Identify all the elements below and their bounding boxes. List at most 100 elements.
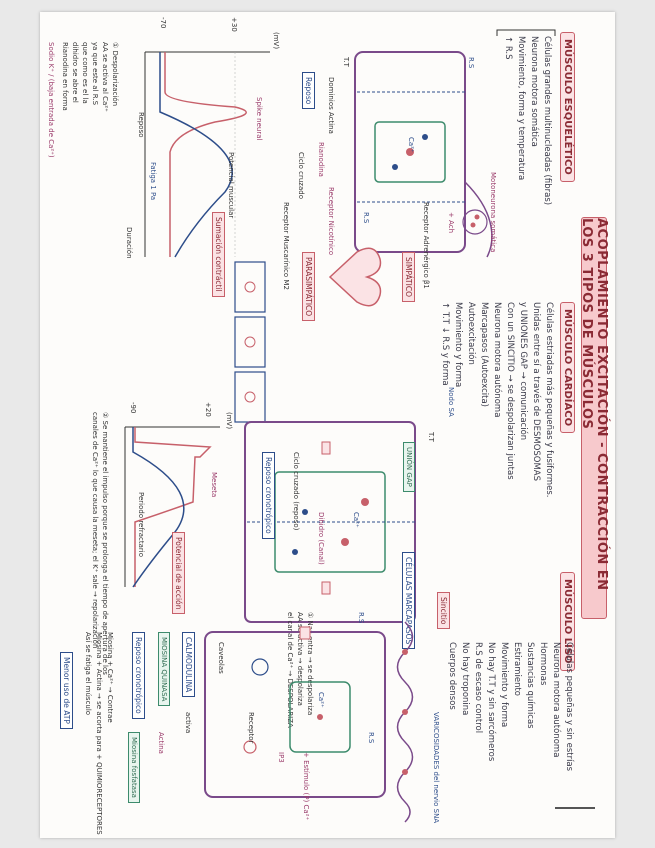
smooth-cell-diagram bbox=[200, 627, 390, 802]
smooth-bullet: Neurona motora autónoma bbox=[549, 642, 562, 771]
smooth-bottom-box: Menor uso de ATP bbox=[60, 652, 73, 729]
smooth-bullet: Sustancias químicas bbox=[523, 642, 536, 771]
cardiac-bullets: Células estriadas más pequeñas y fusifor… bbox=[438, 302, 555, 497]
skeletal-note: que como es el la bbox=[80, 42, 90, 112]
skeletal-plus30: +30 bbox=[230, 17, 238, 32]
skeletal-note: dihidro se abre el bbox=[70, 42, 80, 112]
rianodina-label: Rianodina bbox=[317, 142, 325, 177]
skeletal-note: ya que este al R.S bbox=[90, 42, 100, 112]
smooth-bullets: Células pequeñas y sin estrías Neurona m… bbox=[445, 642, 575, 771]
smooth-note: Miosina + Ca²⁺ → Contrae bbox=[104, 632, 115, 835]
varicosidades-label: VARICOSIDADES del nervio SNA bbox=[432, 712, 440, 823]
cardiac-bullet: Neurona motora autónoma bbox=[490, 302, 503, 497]
skeletal-rs-bottom-label: R.S bbox=[362, 212, 370, 223]
skeletal-rs-top-label: R.S bbox=[467, 57, 475, 68]
skeletal-bottom-note: Sodio K⁺ / (baja entrada de Ca²⁺) bbox=[47, 42, 55, 158]
skeletal-bullets: Células grandes multinucleadas (fibras) … bbox=[501, 36, 553, 205]
somacion-box: Sumación contráctil bbox=[212, 212, 225, 297]
skeletal-reposo-y: Reposo bbox=[137, 112, 145, 138]
smooth-bullet: Células pequeñas y sin estrías bbox=[562, 642, 575, 771]
smooth-notes: Miosina + Ca²⁺ → Contrae Miosina + Actin… bbox=[82, 632, 115, 835]
smooth-bullet: Cuerpos densos bbox=[445, 642, 458, 771]
skeletal-bullet: Neurona motora somática bbox=[527, 36, 540, 205]
smooth-ca-label: Ca²⁺ bbox=[317, 692, 325, 708]
caveolas-label: Caveolas bbox=[217, 642, 225, 674]
cardiac-bullet: Marcapasos (Autoexcita) bbox=[477, 302, 490, 497]
skeletal-bullet: ↑ R.S bbox=[501, 36, 514, 205]
simpatico-box: SIMPÁTICO bbox=[402, 252, 415, 302]
skeletal-duracion: Duración bbox=[125, 227, 133, 259]
nodo-label: Nodo SA bbox=[447, 387, 455, 417]
skeletal-dominio-label: Dominios Actina bbox=[327, 77, 335, 134]
skeletal-graph bbox=[135, 32, 275, 262]
actina-label: Actina bbox=[157, 732, 165, 754]
skeletal-note: AA se activa al Ca²⁺ bbox=[100, 42, 110, 112]
varicosity-nerve bbox=[390, 622, 420, 822]
cardiac-gap-strip bbox=[230, 262, 270, 422]
cardiac-plus20: +20 bbox=[204, 402, 212, 417]
motor-axon bbox=[465, 182, 492, 257]
ip3-label: IP3 bbox=[277, 752, 285, 763]
dihidro-label: Dihidro (Canal) bbox=[317, 512, 325, 565]
ach-label: + Ach bbox=[447, 212, 455, 233]
cardiac-tt-label: T.T bbox=[427, 432, 435, 442]
skeletal-minus70: -70 bbox=[159, 17, 167, 28]
nerve-terminal bbox=[463, 210, 487, 234]
sincitio-box: Sincitio bbox=[437, 592, 450, 629]
smooth-rs-label: R.S bbox=[367, 732, 375, 743]
smooth-bullet: No hay T.T y sin sarcómeros bbox=[484, 642, 497, 771]
cardiac-potencial-box: Potencial de acción bbox=[172, 532, 185, 614]
union-gap-box: UNIÓN GAP bbox=[403, 442, 415, 492]
smooth-bullet: Movimiento y forma bbox=[497, 642, 510, 771]
smooth-receptor-label: Receptor bbox=[247, 712, 255, 743]
cardiac-rs-label: R.S bbox=[357, 612, 365, 623]
smooth-bullet: No hay troponina bbox=[458, 642, 471, 771]
miosina-fosfatasa-box: Miosina fosfatasa bbox=[128, 732, 140, 803]
activa-label: activa bbox=[184, 712, 192, 733]
skeletal-motoneurona-label: Motoneurona somática bbox=[489, 172, 497, 252]
skeletal-heading: MÚSCULO ESQUELÉTICO bbox=[560, 32, 575, 182]
cardiac-heading: MÚSCULO CARDÍACO bbox=[560, 302, 575, 433]
cardiac-bullet: Unidas entre sí a través de DESMOSOMAS bbox=[529, 302, 542, 497]
calmodulina-box: CALMODULINA bbox=[182, 632, 195, 697]
page-title: ACOPLAMIENTO EXCITACIÓN - CONTRACCIÓN EN… bbox=[581, 217, 607, 619]
skeletal-note: ① Despolarización bbox=[110, 42, 120, 112]
skeletal-bracket bbox=[495, 28, 555, 38]
smooth-depol-label: + Estímulo (P) Ca²⁺ bbox=[302, 752, 310, 820]
skeletal-notes: ① Despolarización AA se activa al Ca²⁺ y… bbox=[60, 42, 120, 112]
smooth-bullet: Hormonas bbox=[536, 642, 549, 771]
cardiac-graph bbox=[115, 412, 225, 592]
notebook-page: ACOPLAMIENTO EXCITACIÓN - CONTRACCIÓN EN… bbox=[40, 12, 615, 838]
receptor-m2-label: Receptor Muscarínico M2 bbox=[282, 202, 290, 290]
receptor-b1-label: Receptor Adrenérgico β1 bbox=[422, 202, 430, 289]
cardiac-y-axis-label: (mV) bbox=[225, 412, 233, 429]
smooth-bullet: R.S de escaso control bbox=[471, 642, 484, 771]
nicotinico-label: Receptor Nicotínico bbox=[327, 187, 335, 255]
cardiac-bullet: Con un SINCITIO → se despolarizan juntas bbox=[503, 302, 516, 497]
skeletal-tt-label: T.T bbox=[342, 57, 350, 67]
skeletal-ciclo-label: Ciclo cruzado bbox=[297, 152, 305, 199]
skeletal-y-axis-label: (mV) bbox=[272, 32, 280, 49]
spike-label: Spike neural bbox=[255, 97, 263, 140]
cardiac-reposo-box: Reposo cronotrópico bbox=[262, 452, 275, 539]
cardiac-ciclo-label: Ciclo cruzado (reposo) bbox=[292, 452, 300, 530]
skeletal-potencial-label: Potencial muscular bbox=[227, 152, 235, 218]
parasimpatico-box: PARASIMPÁTICO bbox=[302, 252, 315, 321]
skeletal-bullet: Células grandes multinucleadas (fibras) bbox=[540, 36, 553, 205]
cardiac-bullet: Células estriadas más pequeñas y fusifor… bbox=[542, 302, 555, 497]
skeletal-reposo-box: Reposo bbox=[302, 72, 315, 109]
cardiac-ca-label: Ca²⁺ bbox=[352, 512, 360, 528]
smooth-bullet: Estiramiento bbox=[510, 642, 523, 771]
skeletal-note: Rianodina en forma bbox=[60, 42, 70, 112]
cardiac-bullet: y UNIONES GAP → comunicación bbox=[516, 302, 529, 497]
smooth-note: Así se fatiga el músculo bbox=[82, 632, 93, 835]
fatiga-label: Fatiga 1 Pa bbox=[149, 162, 157, 200]
cardiac-bullet: Autoexcitación bbox=[464, 302, 477, 497]
smooth-membrane bbox=[205, 632, 385, 797]
periodo-label: Periodo refractario bbox=[137, 492, 145, 557]
rotated-content: ACOPLAMIENTO EXCITACIÓN - CONTRACCIÓN EN… bbox=[40, 12, 615, 838]
skeletal-ca-label: Ca²⁺ bbox=[407, 137, 415, 153]
smooth-reposo-box: Reposo cronotrópico bbox=[132, 632, 145, 719]
smooth-note: Miosina + Actina → se acorta para + QUIM… bbox=[93, 632, 104, 835]
cardiac-minus90: -90 bbox=[129, 402, 137, 413]
